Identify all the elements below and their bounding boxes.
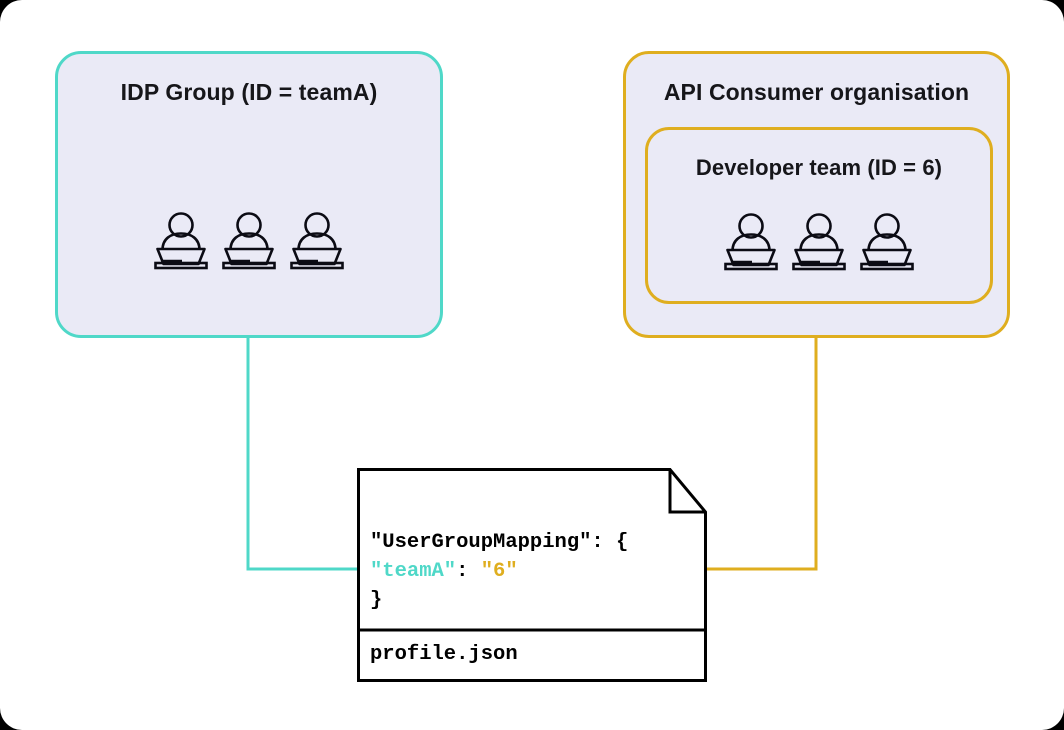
developer-team-people-row bbox=[648, 210, 990, 272]
idp-group-box: IDP Group (ID = teamA) bbox=[55, 51, 443, 338]
json-line-3: } bbox=[370, 589, 383, 612]
person-at-laptop-icon bbox=[222, 212, 276, 270]
person-at-laptop-icon bbox=[290, 212, 344, 270]
idp-group-people-row bbox=[58, 209, 440, 271]
json-filename: profile.json bbox=[370, 643, 518, 666]
json-key-teama: "teamA" bbox=[370, 560, 457, 583]
json-colon: : bbox=[456, 560, 481, 583]
document-card-outline bbox=[357, 468, 707, 682]
person-at-laptop-icon bbox=[792, 213, 846, 271]
idp-group-title: IDP Group (ID = teamA) bbox=[120, 79, 378, 105]
api-consumer-organisation-title: API Consumer organisation bbox=[663, 79, 970, 105]
person-at-laptop-icon bbox=[724, 213, 778, 271]
developer-team-title: Developer team (ID = 6) bbox=[695, 155, 943, 180]
person-at-laptop-icon bbox=[860, 213, 914, 271]
connector-idp-group-to-json-key bbox=[246, 338, 394, 571]
json-value-team-id: "6" bbox=[480, 560, 518, 583]
person-at-laptop-icon bbox=[154, 212, 208, 270]
developer-team-box: Developer team (ID = 6) bbox=[645, 127, 993, 304]
json-document-card: "UserGroupMapping": { "teamA": "6" } pro… bbox=[357, 468, 707, 682]
api-consumer-organisation-box: API Consumer organisation Developer team… bbox=[623, 51, 1010, 338]
document-body-path bbox=[357, 468, 707, 682]
document-fold-icon bbox=[668, 469, 706, 514]
json-line-1: "UserGroupMapping": { bbox=[370, 531, 629, 554]
json-code-block: "UserGroupMapping": { "teamA": "6" } bbox=[370, 528, 700, 615]
